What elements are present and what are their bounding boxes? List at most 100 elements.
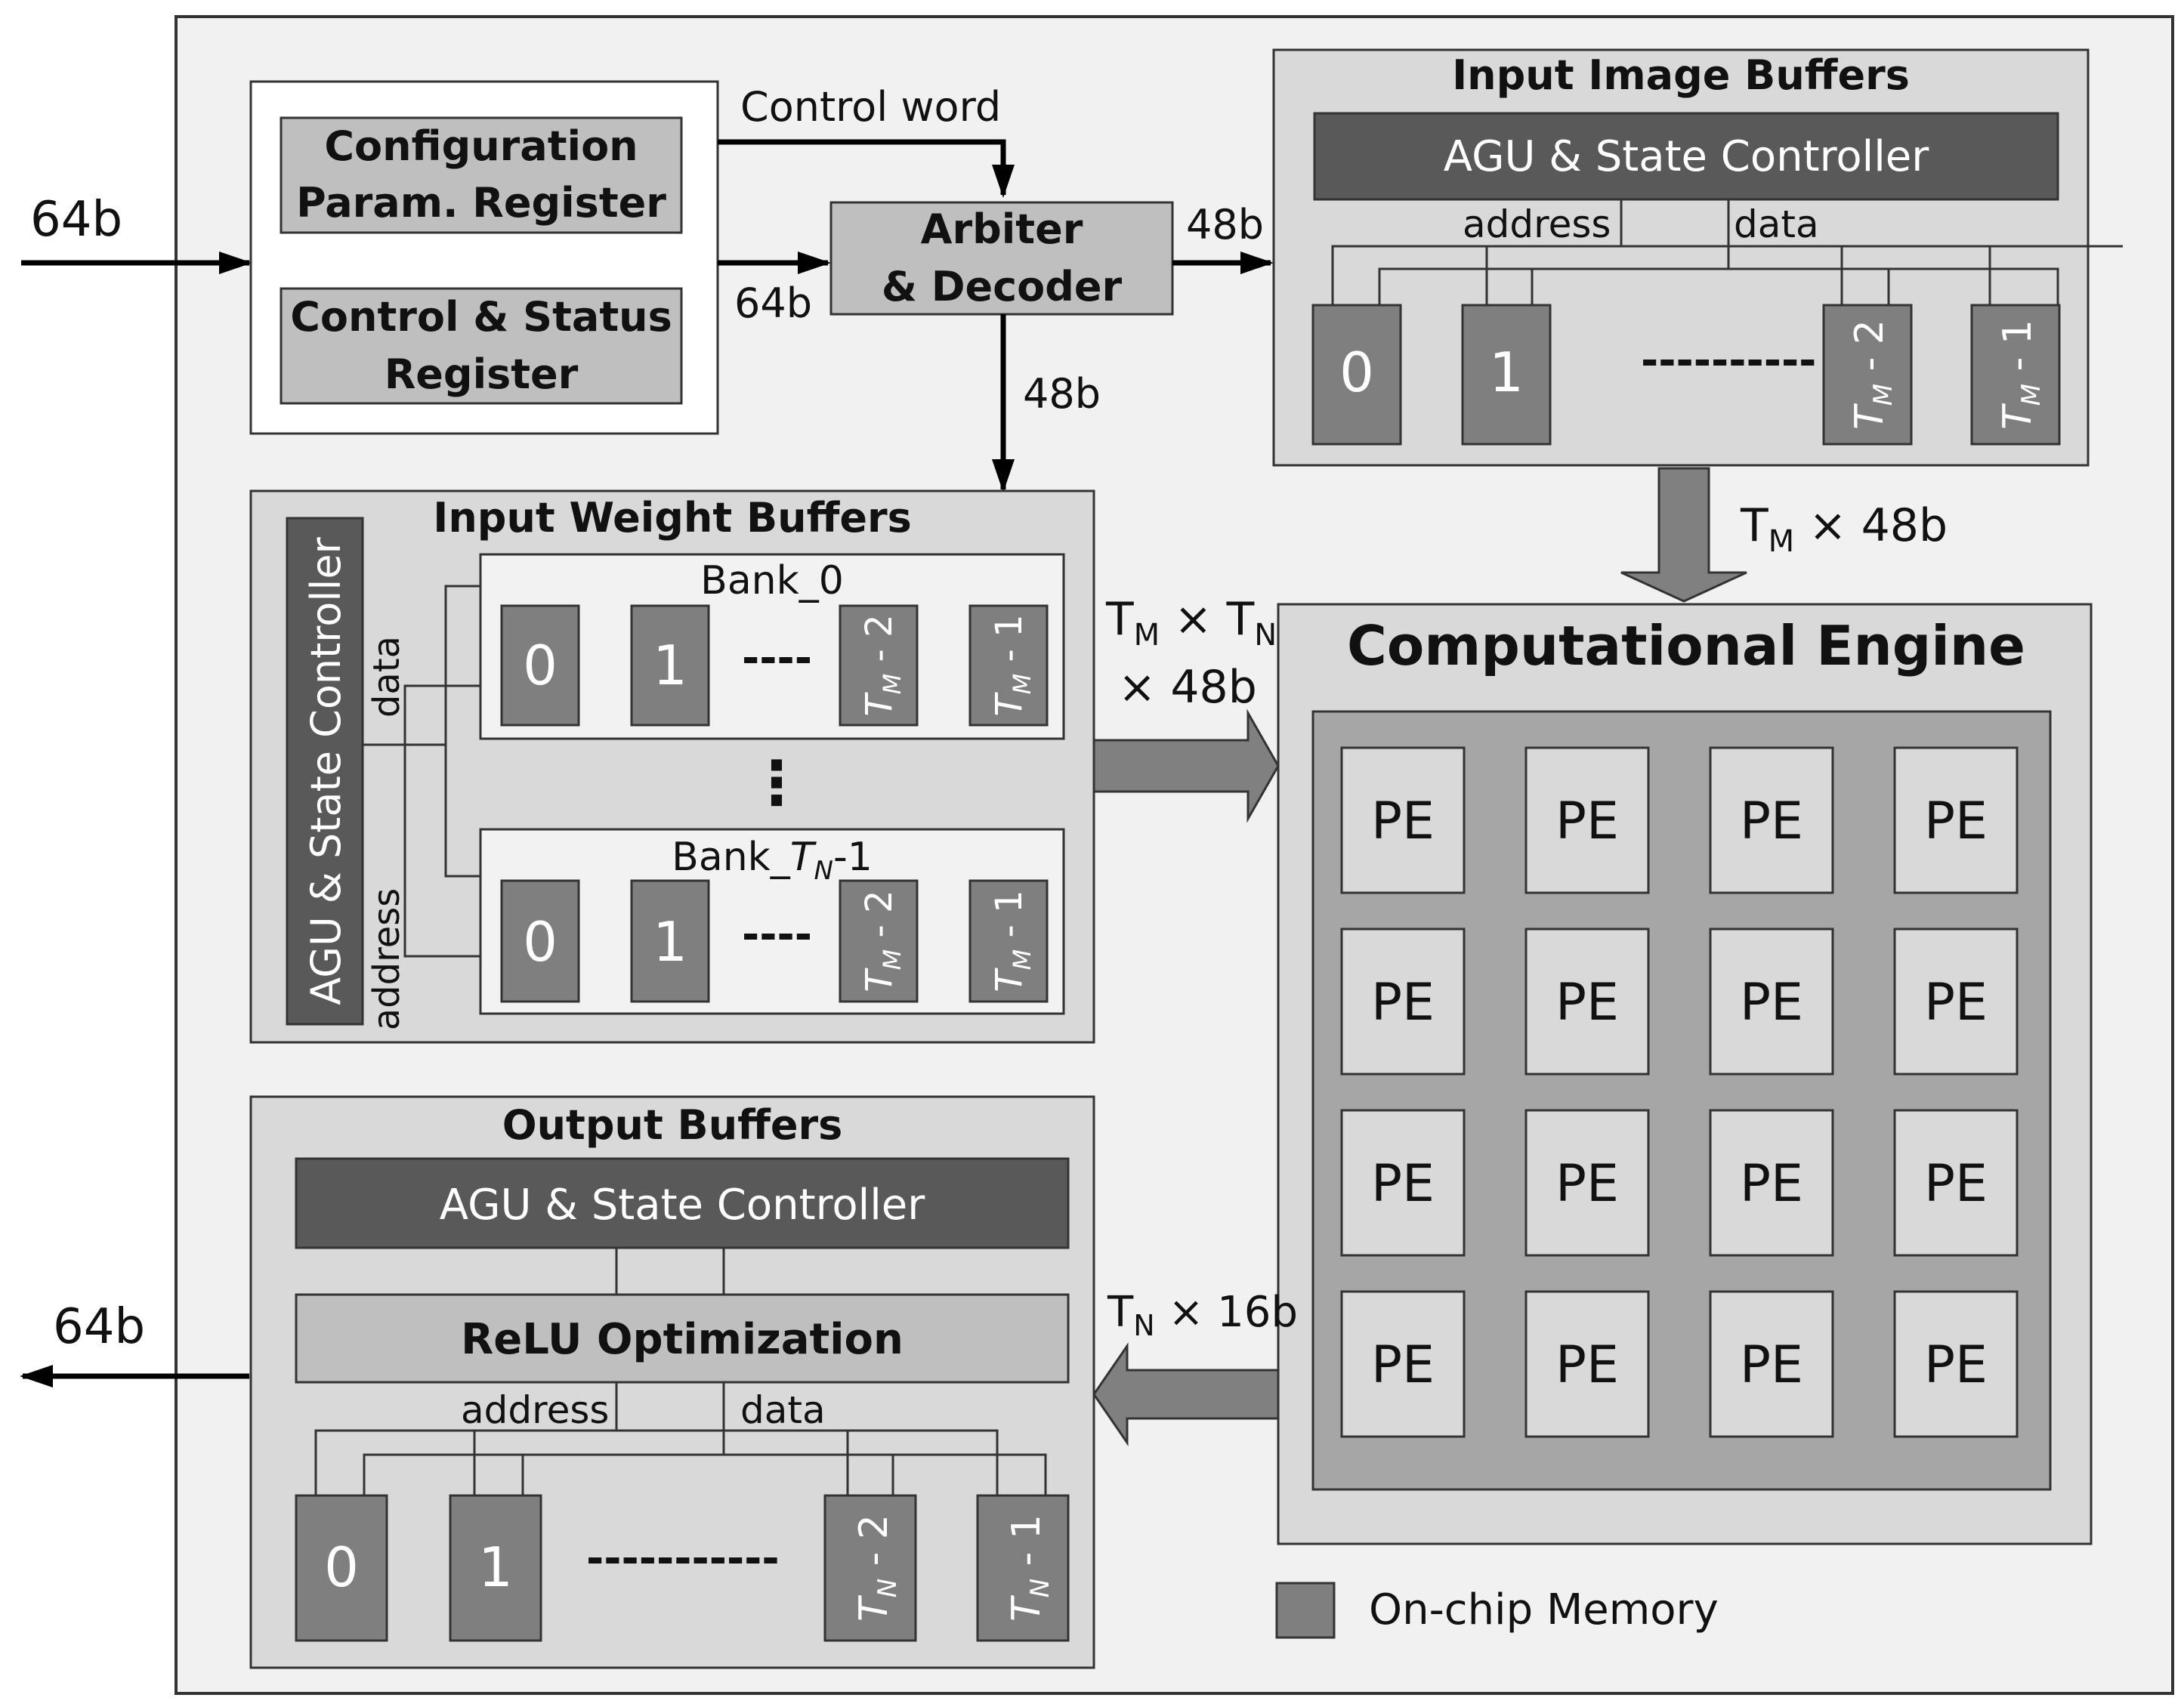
arbiter-decoder bbox=[829, 201, 1174, 316]
output-mem-tn1-label: TN - 1 bbox=[1004, 1514, 1055, 1622]
image-mem-tm2-label: TM - 2 bbox=[1847, 319, 1898, 430]
bankN-mem-dots: ---- bbox=[742, 910, 812, 959]
weight-to-engine-label-line1: TM × TN bbox=[1105, 593, 1277, 653]
to-image-bits: 48b bbox=[1186, 201, 1264, 248]
config-register-line2: Param. Register bbox=[296, 179, 666, 227]
pe-cell bbox=[1524, 1109, 1650, 1257]
bank0-mem-tm2 bbox=[839, 604, 919, 727]
pe-label: PE bbox=[1371, 1154, 1435, 1214]
input-bits-label: 64b bbox=[30, 192, 122, 248]
to-weight-bits: 48b bbox=[1023, 370, 1101, 418]
image-mem-1-label: 1 bbox=[1489, 341, 1524, 404]
pe-cell bbox=[1340, 746, 1466, 894]
bankN-mem-0 bbox=[500, 879, 580, 1003]
image-mem-0 bbox=[1311, 304, 1402, 446]
bank-vertical-dots: ⋮ bbox=[746, 748, 807, 818]
csr-line2: Register bbox=[385, 350, 579, 398]
bankN-mem-tm2-label: TM - 2 bbox=[858, 890, 907, 992]
weight-to-engine-arrow bbox=[1092, 708, 1280, 823]
output-agu-label: AGU & State Controller bbox=[440, 1181, 925, 1230]
bank0-mem-1 bbox=[630, 604, 710, 727]
weight-data-label: data bbox=[366, 636, 408, 718]
input-image-buffers-title: Input Image Buffers bbox=[1452, 51, 1910, 99]
bankN-mem-1 bbox=[630, 879, 710, 1003]
pe-cell bbox=[1709, 746, 1834, 894]
legend-memory-label: On-chip Memory bbox=[1369, 1585, 1719, 1634]
image-to-engine-label: TM × 48b bbox=[1740, 499, 1948, 559]
output-buffers-title: Output Buffers bbox=[502, 1101, 843, 1149]
pe-label: PE bbox=[1371, 1335, 1435, 1395]
output-agu-relu-links bbox=[615, 1248, 725, 1295]
image-to-engine-arrow bbox=[1620, 467, 1747, 603]
pe-cell bbox=[1524, 928, 1650, 1076]
pe-label: PE bbox=[1371, 973, 1435, 1033]
output-mem-tn1 bbox=[976, 1494, 1070, 1642]
image-mem-tm2 bbox=[1822, 304, 1913, 446]
pe-label: PE bbox=[1555, 973, 1619, 1033]
bank0-mem-tm2-label: TM - 2 bbox=[858, 614, 907, 716]
image-mem-tm1-label: TM - 1 bbox=[1995, 319, 2047, 430]
output-agu-controller bbox=[295, 1157, 1070, 1249]
weight-to-engine-label-line2: × 48b bbox=[1118, 661, 1257, 714]
bankN-mem-tm2 bbox=[839, 879, 919, 1003]
bankN-mem-tm1-label: TM - 1 bbox=[988, 890, 1036, 992]
bankN-mem-1-label: 1 bbox=[653, 910, 687, 974]
pe-cell bbox=[1893, 928, 2019, 1076]
image-mem-1 bbox=[1461, 304, 1552, 446]
output-mem-dots: ----------- bbox=[586, 1534, 780, 1583]
output-mem-0 bbox=[295, 1494, 388, 1642]
output-mem-tn2 bbox=[823, 1494, 917, 1642]
output-address-label: address bbox=[461, 1388, 609, 1432]
image-agu-label: AGU & State Controller bbox=[1444, 132, 1929, 181]
relu-optimization bbox=[295, 1293, 1070, 1384]
input-weight-buffers-title: Input Weight Buffers bbox=[433, 494, 911, 542]
engine-to-output-arrow bbox=[1092, 1342, 1280, 1446]
relu-label: ReLU Optimization bbox=[461, 1315, 904, 1364]
engine-to-output-label: TN × 16b bbox=[1107, 1288, 1298, 1342]
pe-label: PE bbox=[1740, 973, 1803, 1033]
pe-label: PE bbox=[1924, 792, 1988, 851]
pe-label: PE bbox=[1740, 792, 1803, 851]
output-mem-1 bbox=[449, 1494, 542, 1642]
bank0-mem-tm1-label: TM - 1 bbox=[988, 614, 1036, 716]
image-bus-lines bbox=[1331, 199, 2123, 305]
pe-cell bbox=[1524, 746, 1650, 894]
image-mem-tm1 bbox=[1970, 304, 2061, 446]
pe-label: PE bbox=[1740, 1335, 1803, 1395]
weight-bank-0-title: Bank_0 bbox=[700, 558, 844, 603]
pe-label: PE bbox=[1924, 973, 1988, 1033]
output-bits-label: 64b bbox=[53, 1299, 145, 1355]
pe-label: PE bbox=[1555, 1154, 1619, 1214]
pe-cell bbox=[1893, 746, 2019, 894]
pe-cell bbox=[1709, 1109, 1834, 1257]
arbiter-line2: & Decoder bbox=[882, 263, 1123, 310]
bank0-mem-dots: ---- bbox=[742, 634, 812, 683]
output-bus-lines bbox=[314, 1382, 1047, 1496]
bank0-mem-0-label: 0 bbox=[523, 634, 558, 697]
config-register-line1: Configuration bbox=[324, 122, 638, 170]
image-agu-controller bbox=[1313, 112, 2059, 201]
output-data-label: data bbox=[740, 1388, 826, 1432]
bankN-mem-0-label: 0 bbox=[523, 910, 558, 974]
weight-bank-tn-1-title: Bank_TN-1 bbox=[672, 835, 873, 886]
bank0-mem-1-label: 1 bbox=[653, 634, 687, 697]
control-word-arrow bbox=[718, 139, 1015, 198]
output-mem-0-label: 0 bbox=[324, 1536, 359, 1599]
control-status-register bbox=[280, 287, 683, 405]
bankN-mem-tm1 bbox=[968, 879, 1049, 1003]
image-mem-dots: ---------- bbox=[1641, 336, 1816, 385]
pe-label: PE bbox=[1924, 1154, 1988, 1214]
image-mem-0-label: 0 bbox=[1339, 341, 1374, 404]
legend-memory-swatch bbox=[1275, 1582, 1336, 1639]
output-mem-1-label: 1 bbox=[478, 1536, 513, 1599]
arbiter-line1: Arbiter bbox=[921, 205, 1083, 253]
pe-label: PE bbox=[1371, 792, 1435, 851]
image-data-label: data bbox=[1734, 202, 1819, 246]
image-address-label: address bbox=[1463, 202, 1611, 246]
pe-label: PE bbox=[1555, 1335, 1619, 1395]
weight-agu-label: AGU & State Controller bbox=[302, 536, 350, 1005]
pe-cell bbox=[1893, 1109, 2019, 1257]
weight-agu-controller bbox=[286, 517, 364, 1026]
